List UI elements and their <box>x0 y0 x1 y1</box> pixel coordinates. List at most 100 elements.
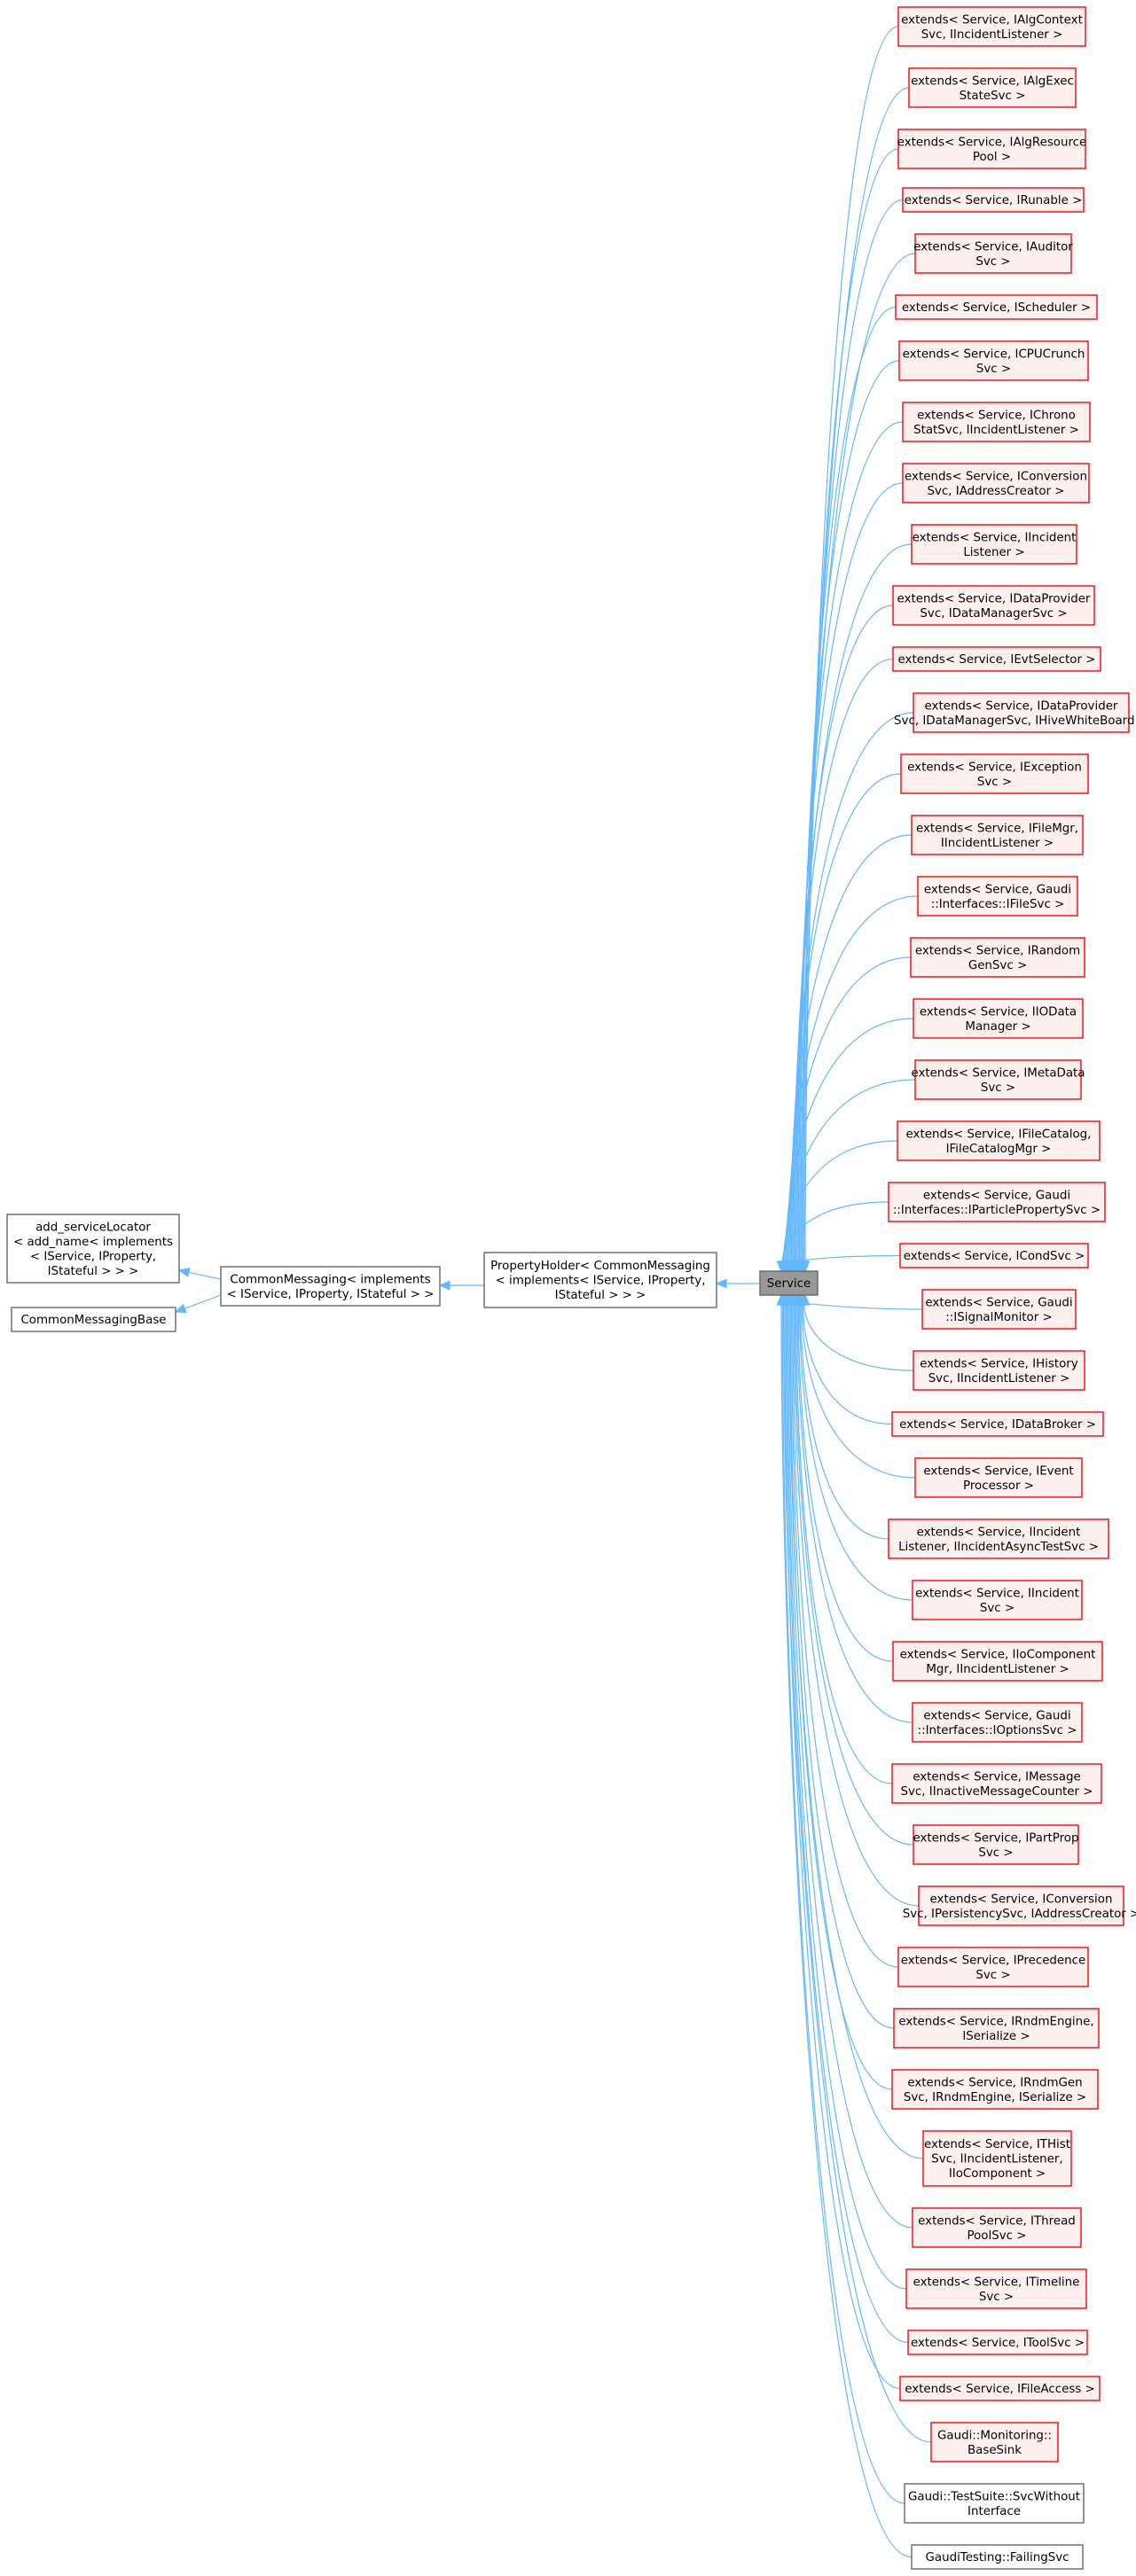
derived-class-node-label-line: extends< Service, IAuditor <box>913 240 1073 254</box>
derived-class-node-box <box>897 6 1086 47</box>
derived-class-node[interactable]: extends< Service, Gaudi::Interfaces::IOp… <box>912 1702 1083 1743</box>
class-node-Service[interactable]: Service <box>759 1270 819 1296</box>
derived-class-node[interactable]: extends< Service, IToolSvc > <box>907 2330 1088 2355</box>
derived-class-node[interactable]: extends< Service, IIncidentListener > <box>911 524 1077 565</box>
derived-class-node-label-line: Svc, IIncidentListener, <box>931 2153 1062 2166</box>
derived-class-node-label-line: IIoComponent > <box>949 2167 1046 2181</box>
class-node-add_serviceLocator[interactable]: add_serviceLocator< add_name< implements… <box>6 1214 180 1284</box>
derived-class-node-label-line: extends< Service, IAlgContext <box>901 13 1083 27</box>
derived-class-node-label-line: extends< Service, IPrecedence <box>901 1954 1086 1967</box>
derived-class-node-box <box>917 876 1078 917</box>
derived-class-node-label-line: Svc, IDataManagerSvc > <box>920 607 1067 621</box>
class-node-CommonMessaging[interactable]: CommonMessaging< implements< IService, I… <box>220 1266 441 1307</box>
derived-class-node-box <box>904 2483 1085 2524</box>
class-node-add_serviceLocator-label-line: < IService, IProperty, <box>30 1250 156 1263</box>
derived-class-node[interactable]: Gaudi::Monitoring::BaseSink <box>930 2422 1059 2463</box>
inheritance-edge-line <box>790 712 914 1262</box>
derived-class-node-box <box>921 1289 1077 1330</box>
derived-class-node[interactable]: extends< Service, IFileAccess > <box>899 2376 1101 2401</box>
derived-class-node-box <box>899 1243 1089 1268</box>
derived-class-node-box <box>897 129 1086 169</box>
derived-class-node[interactable]: extends< Service, IEvtSelector > <box>892 646 1101 672</box>
derived-class-node-label-line: extends< Service, IDataBroker > <box>899 1418 1096 1432</box>
derived-class-node-label-line: extends< Service, IFileAccess > <box>905 2383 1095 2396</box>
inheritance-edge-line <box>785 1304 909 2344</box>
inheritance-edge-line <box>795 482 904 1262</box>
class-node-CommonMessagingBase[interactable]: CommonMessagingBase <box>11 1307 176 1332</box>
inheritance-edge-line <box>804 26 899 1262</box>
derived-class-node-label-line: Svc > <box>977 776 1012 789</box>
derived-class-node-label-line: extends< Service, ICPUCrunch <box>903 347 1085 361</box>
inheritance-edge-line <box>782 1304 932 2443</box>
nodes-layer: add_serviceLocator< add_name< implements… <box>6 6 1136 2570</box>
derived-class-node[interactable]: extends< Service, Gaudi::Interfaces::IFi… <box>917 876 1078 917</box>
inheritance-edge-line <box>780 1304 913 2558</box>
derived-class-node[interactable]: extends< Service, IFileCatalog,IFileCata… <box>897 1120 1101 1161</box>
edge-service-to-propertyholder-arrowhead <box>715 1278 727 1289</box>
inheritance-edge-line <box>781 1304 905 2504</box>
inheritance-edge-line <box>782 1140 898 1262</box>
derived-class-node[interactable]: extends< Service, IFileMgr,IIncidentList… <box>911 815 1084 855</box>
derived-class-node[interactable]: extends< Service, Gaudi::Interfaces::IPa… <box>888 1182 1106 1222</box>
derived-class-node-label-line: StatSvc, IIncidentListener > <box>913 424 1079 437</box>
derived-class-node[interactable]: extends< Service, Gaudi::ISignalMonitor … <box>921 1289 1077 1330</box>
derived-class-node-label-line: extends< Service, IIncident <box>913 531 1077 544</box>
derived-class-node[interactable]: extends< Service, IRunable > <box>902 187 1085 213</box>
derived-class-node-box <box>902 463 1090 503</box>
derived-class-node[interactable]: extends< Service, IScheduler > <box>895 294 1098 320</box>
derived-class-node-label-line: Interface <box>968 2505 1021 2518</box>
edge-commonmessaging-to-add-servicelocator <box>177 1268 222 1280</box>
derived-class-node-label-line: extends< Service, IIoComponent <box>900 1648 1096 1661</box>
derived-class-node-label-line: Gaudi::Monitoring:: <box>937 2429 1052 2442</box>
class-node-PropertyHolder[interactable]: PropertyHolder< CommonMessaging< impleme… <box>483 1252 717 1308</box>
derived-class-node[interactable]: extends< Service, ICondSvc > <box>899 1243 1089 1268</box>
derived-class-node[interactable]: GaudiTesting::FailingSvc <box>911 2544 1084 2570</box>
derived-class-node-box <box>905 2268 1087 2309</box>
derived-class-node-label-line: extends< Service, IHistory <box>920 1357 1078 1370</box>
derived-class-node[interactable]: extends< Service, IIncidentListener, IIn… <box>888 1518 1109 1559</box>
derived-class-node-box <box>922 2130 1072 2187</box>
derived-class-node[interactable]: extends< Service, IRndmEngine,ISerialize… <box>893 2008 1100 2049</box>
derived-class-node-label-line: extends< Service, IConversion <box>930 1893 1113 1906</box>
inheritance-edge-line <box>801 1304 916 1479</box>
class-node-add_serviceLocator-label-line: add_serviceLocator <box>35 1221 151 1234</box>
derived-class-node-box <box>912 1702 1083 1743</box>
derived-class-node-label-line: extends< Service, IRunable > <box>905 194 1083 207</box>
derived-class-node-label-line: ::Interfaces::IOptionsSvc > <box>918 1724 1077 1737</box>
inheritance-edge-line <box>796 1304 913 1723</box>
derived-class-node-box <box>888 1182 1106 1222</box>
derived-class-node-label-line: extends< Service, IAlgResource <box>897 136 1087 149</box>
derived-class-node-label-line: extends< Service, IRndmGen <box>907 2076 1082 2089</box>
derived-class-node[interactable]: extends< Service, IDataBroker > <box>891 1411 1104 1437</box>
derived-class-node-label-line: ::ISignalMonitor > <box>945 1311 1052 1324</box>
derived-class-node-box <box>892 1641 1103 1682</box>
inheritance-edge-line <box>793 1304 920 1907</box>
inheritance-edge <box>788 1293 920 1907</box>
